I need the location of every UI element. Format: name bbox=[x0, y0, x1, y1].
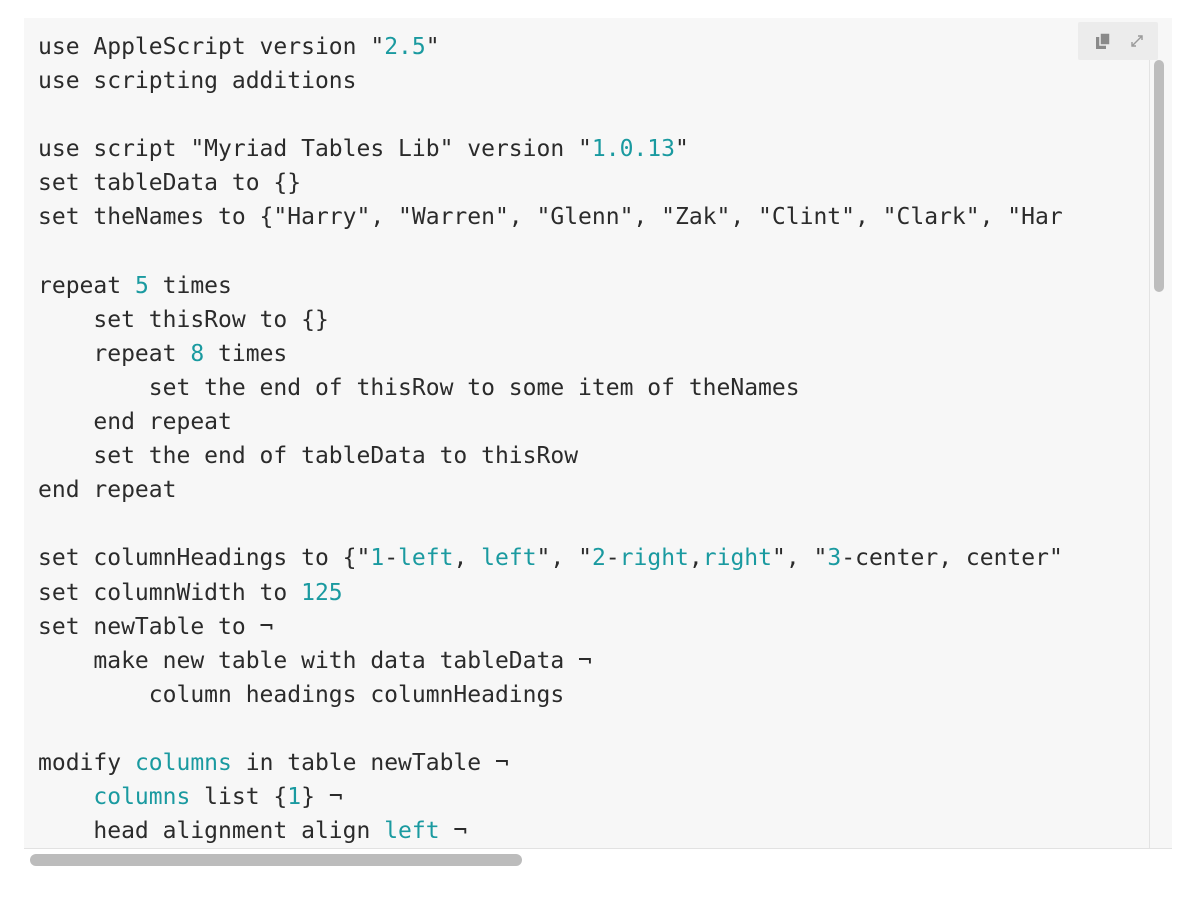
code-token-num: 1 bbox=[370, 545, 385, 572]
vertical-scrollbar-thumb[interactable] bbox=[1154, 60, 1164, 292]
code-token: } ¬ bbox=[301, 784, 343, 811]
code-token: use scripting additions bbox=[38, 68, 357, 95]
code-token: modify bbox=[38, 749, 135, 776]
code-line: modify columns in table newTable ¬ bbox=[38, 746, 1063, 780]
code-token-kw: left bbox=[481, 545, 537, 572]
code-line: column headings columnHeadings bbox=[38, 678, 1063, 712]
code-lines: use AppleScript version "2.5"use scripti… bbox=[38, 30, 1063, 848]
code-token: " bbox=[425, 34, 440, 60]
code-token-kw: columns bbox=[134, 749, 232, 776]
code-token: - bbox=[605, 545, 620, 572]
code-line: make new table with data tableData ¬ bbox=[38, 644, 1063, 678]
code-token: repeat bbox=[38, 340, 191, 367]
code-token: repeat bbox=[38, 272, 135, 299]
code-line: set the end of thisRow to some item of t… bbox=[38, 371, 1063, 405]
code-line: set columnHeadings to {"1-left, left", "… bbox=[38, 541, 1063, 575]
code-token-num: 1.0.13 bbox=[591, 136, 675, 163]
code-token: head alignment align bbox=[38, 818, 385, 845]
code-token-num: 125 bbox=[301, 579, 343, 606]
code-token-num: 2 bbox=[591, 545, 606, 572]
code-token-kw: right bbox=[702, 545, 773, 572]
code-token: set tableData to {} bbox=[38, 170, 302, 197]
code-token: use script "Myriad Tables Lib" version " bbox=[38, 136, 592, 163]
code-line: set the end of tableData to thisRow bbox=[38, 439, 1063, 473]
code-viewport[interactable]: use AppleScript version "2.5"use scripti… bbox=[24, 18, 1152, 848]
copy-icon bbox=[1096, 32, 1111, 49]
code-line bbox=[38, 712, 1063, 746]
code-line: columns list {1} ¬ bbox=[38, 780, 1063, 814]
expand-icon bbox=[1131, 35, 1143, 47]
code-token-num: 5 bbox=[134, 272, 149, 299]
code-line: end repeat bbox=[38, 405, 1063, 439]
code-token: end repeat bbox=[38, 409, 232, 436]
code-token-num: 1 bbox=[287, 784, 302, 811]
code-token-num: 3 bbox=[827, 545, 842, 572]
code-token: ", " bbox=[772, 545, 828, 572]
expand-button[interactable] bbox=[1124, 28, 1150, 54]
code-token bbox=[38, 784, 93, 810]
horizontal-scrollbar-thumb[interactable] bbox=[30, 854, 522, 866]
code-token: times bbox=[204, 340, 288, 367]
scrollbar-divider bbox=[1149, 58, 1150, 848]
code-token-kw: right bbox=[619, 545, 689, 572]
code-token: ¬ bbox=[439, 818, 468, 845]
code-line: end repeat bbox=[38, 473, 1063, 507]
code-line: set thisRow to {} bbox=[38, 303, 1063, 337]
code-line bbox=[38, 507, 1063, 541]
code-token: use AppleScript version " bbox=[38, 34, 385, 60]
code-token: in table newTable ¬ bbox=[231, 749, 509, 776]
code-line: use AppleScript version "2.5" bbox=[38, 30, 1063, 64]
code-line: head alignment align left ¬ bbox=[38, 814, 1063, 848]
code-token-kw: columns bbox=[93, 784, 191, 811]
code-token: times bbox=[148, 272, 232, 299]
code-token-num: 8 bbox=[190, 340, 205, 367]
code-line: use scripting additions bbox=[38, 64, 1063, 98]
code-token-kw: left bbox=[398, 545, 454, 572]
code-token: list { bbox=[190, 784, 288, 811]
code-token: column headings columnHeadings bbox=[38, 681, 565, 708]
code-token: set newTable to ¬ bbox=[38, 613, 274, 640]
code-token: set the end of tableData to thisRow bbox=[38, 443, 579, 470]
code-line: repeat 5 times bbox=[38, 269, 1063, 303]
code-token: set columnWidth to bbox=[38, 579, 302, 606]
code-token: make new table with data tableData ¬ bbox=[38, 647, 592, 674]
code-token: , bbox=[453, 545, 482, 572]
code-line: repeat 8 times bbox=[38, 337, 1063, 371]
code-token-num: 2.5 bbox=[384, 34, 426, 60]
code-block: use AppleScript version "2.5"use scripti… bbox=[24, 18, 1172, 874]
vertical-scrollbar[interactable] bbox=[1152, 58, 1166, 848]
horizontal-scrollbar[interactable] bbox=[24, 848, 1172, 874]
code-line: set tableData to {} bbox=[38, 166, 1063, 200]
code-token: " bbox=[674, 136, 689, 163]
code-token: -center, center" bbox=[841, 545, 1063, 572]
code-line bbox=[38, 98, 1063, 132]
code-line: use script "Myriad Tables Lib" version "… bbox=[38, 132, 1063, 166]
code-toolbar bbox=[1078, 22, 1158, 60]
code-line: set newTable to ¬ bbox=[38, 610, 1063, 644]
code-token: - bbox=[384, 545, 399, 572]
code-token: , bbox=[688, 545, 703, 572]
code-token: set thisRow to {} bbox=[38, 306, 329, 333]
code-token-kw: left bbox=[384, 818, 440, 845]
code-token: set columnHeadings to {" bbox=[38, 545, 371, 572]
code-token: set theNames to {"Harry", "Warren", "Gle… bbox=[38, 204, 1063, 231]
copy-button[interactable] bbox=[1090, 28, 1116, 54]
code-token: end repeat bbox=[38, 477, 177, 504]
code-token: set the end of thisRow to some item of t… bbox=[38, 374, 800, 401]
code-line bbox=[38, 235, 1063, 269]
code-line: set columnWidth to 125 bbox=[38, 576, 1063, 610]
code-line: set theNames to {"Harry", "Warren", "Gle… bbox=[38, 200, 1063, 234]
code-token: ", " bbox=[536, 545, 592, 572]
